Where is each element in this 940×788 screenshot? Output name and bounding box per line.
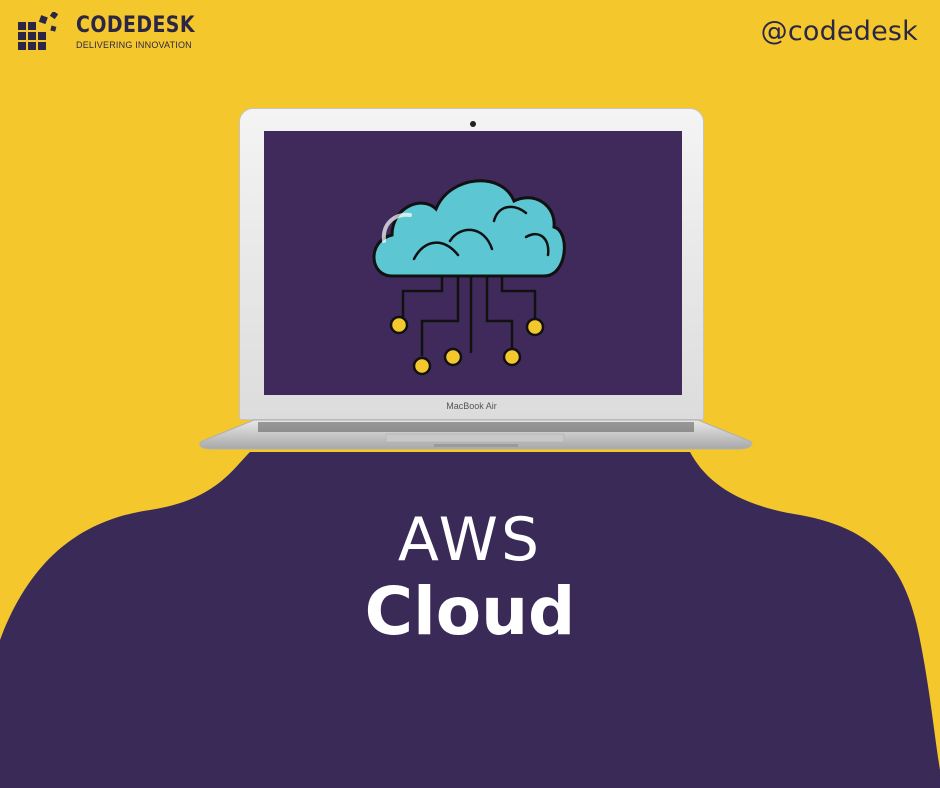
brand-name: CODEDESK <box>76 13 195 38</box>
headline-line-1: AWS <box>397 505 543 575</box>
laptop-model-label: MacBook Air <box>446 401 497 411</box>
laptop-base <box>199 419 753 450</box>
brand-tagline: DELIVERING INNOVATION <box>76 40 192 50</box>
camera-icon <box>470 121 476 127</box>
laptop-lid: MacBook Air <box>239 108 704 420</box>
laptop-illustration: MacBook Air <box>196 108 756 454</box>
laptop-screen <box>264 131 682 395</box>
brand-logo: CODEDESK DELIVERING INNOVATION <box>18 12 214 56</box>
headline-line-2: Cloud <box>364 573 576 650</box>
logo-icon <box>18 12 59 50</box>
cloud-network-icon <box>372 179 566 376</box>
social-handle: @codedesk <box>760 16 918 47</box>
